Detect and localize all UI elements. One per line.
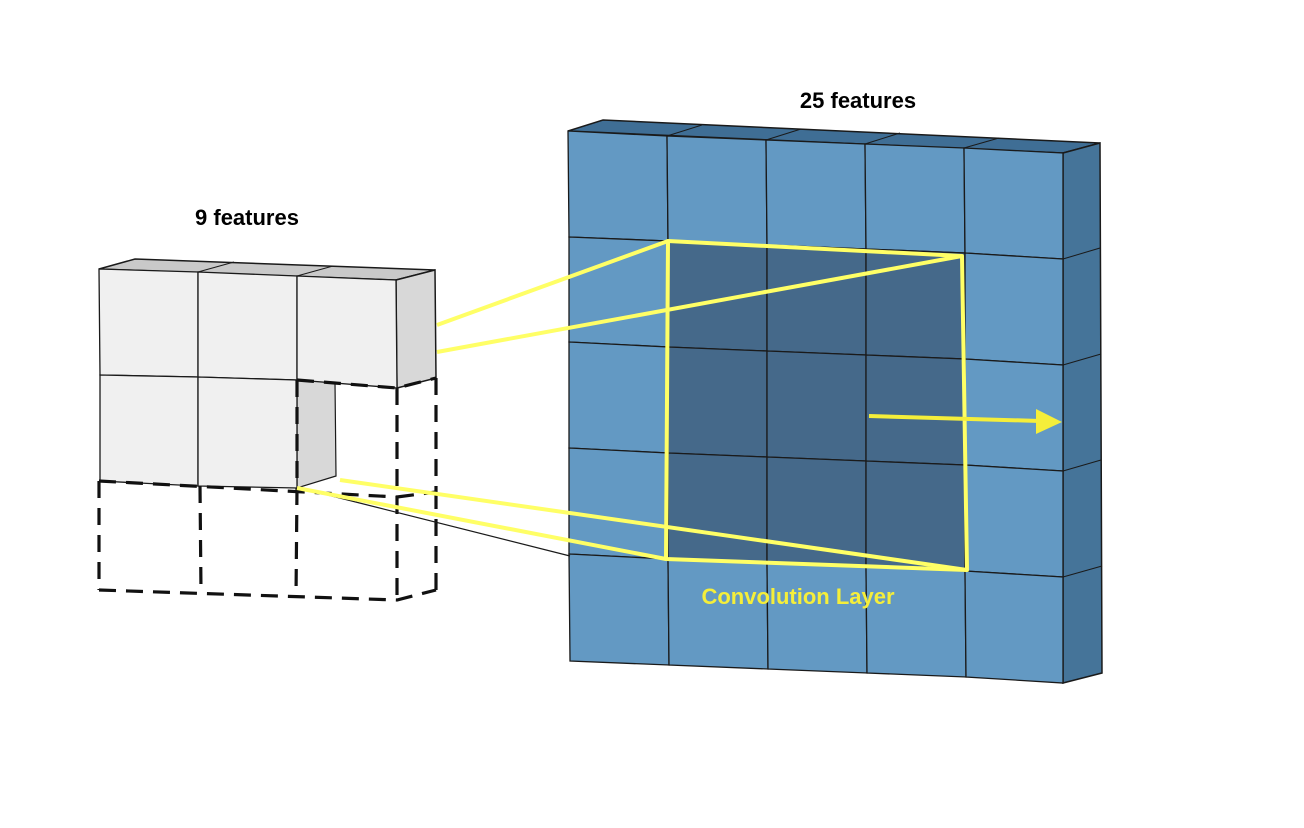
input-top-dividers xyxy=(197,261,334,277)
arrow-shaft xyxy=(868,414,1041,423)
output-cell xyxy=(666,135,768,246)
stride-arrow xyxy=(868,409,1062,434)
input-cell xyxy=(197,271,298,381)
output-cell xyxy=(766,244,867,356)
output-top-dividers xyxy=(666,124,1000,149)
projection-line xyxy=(436,254,963,354)
output-cell xyxy=(864,143,966,254)
connector-line xyxy=(299,487,571,557)
output-cell xyxy=(964,570,1064,684)
output-cell xyxy=(766,350,867,462)
output-cell xyxy=(568,553,670,666)
output-grid-label: 25 features xyxy=(800,88,916,113)
input-cell xyxy=(197,376,298,489)
output-cell xyxy=(964,252,1064,366)
input-cell xyxy=(98,268,199,378)
output-cell xyxy=(865,354,966,466)
projection-line xyxy=(339,478,968,572)
convolution-layer-label: Convolution Layer xyxy=(701,584,895,609)
output-cell xyxy=(865,460,966,572)
output-cell xyxy=(765,139,867,250)
output-cell xyxy=(667,558,769,670)
input-empty-cells xyxy=(97,376,438,602)
output-cell xyxy=(963,147,1064,260)
output-cell xyxy=(667,346,768,458)
output-cell xyxy=(567,130,669,242)
input-grid-side-face xyxy=(395,269,437,389)
input-cell xyxy=(99,374,199,487)
arrow-head-icon xyxy=(1036,409,1062,434)
input-cell xyxy=(296,275,398,389)
output-cell xyxy=(667,452,768,564)
input-filled-cells xyxy=(98,268,398,489)
output-cell xyxy=(766,562,868,674)
output-cell xyxy=(964,358,1064,472)
output-feature-grid xyxy=(567,119,1103,684)
projection-line xyxy=(296,486,667,561)
convolution-projection xyxy=(296,239,969,572)
input-feature-grid xyxy=(97,258,438,602)
output-grid-side-face xyxy=(1062,142,1103,684)
projection-line xyxy=(436,239,669,327)
output-cell xyxy=(964,464,1064,578)
input-inner-side-face xyxy=(296,379,337,489)
output-cell xyxy=(766,456,867,568)
output-cell xyxy=(568,236,669,348)
input-grid-label: 9 features xyxy=(195,205,299,230)
output-side-dividers xyxy=(1062,247,1103,578)
output-front-cells xyxy=(567,130,1064,684)
output-cell xyxy=(568,341,669,454)
